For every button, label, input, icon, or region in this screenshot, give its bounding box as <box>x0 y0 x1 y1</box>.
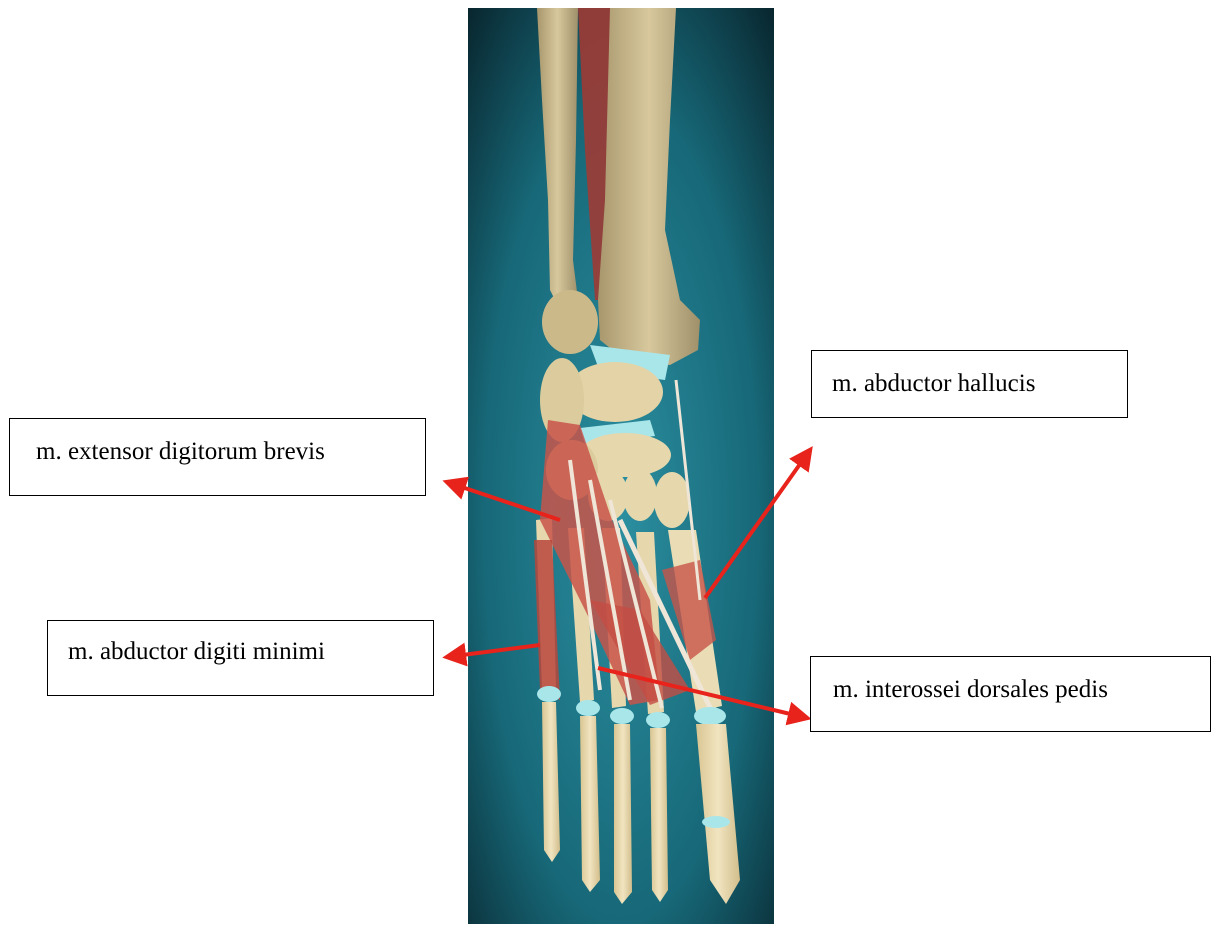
toe-2 <box>650 728 668 902</box>
toe-1-joint-cartilage <box>702 816 730 828</box>
label-extensor-digitorum-brevis-text: m. extensor digitorum brevis <box>36 438 325 465</box>
label-abductor-digiti-minimi-text: m. abductor digiti minimi <box>68 638 325 665</box>
label-abductor-hallucis-text: m. abductor hallucis <box>832 370 1035 397</box>
cuneiform-bone-2 <box>623 469 657 521</box>
label-abductor-digiti-minimi: m. abductor digiti minimi <box>47 620 434 696</box>
mtp-cartilage-3 <box>610 708 634 724</box>
mtp-cartilage-2 <box>646 712 670 728</box>
label-extensor-digitorum-brevis: m. extensor digitorum brevis <box>9 418 426 496</box>
label-interossei-dorsales-pedis-text: m. interossei dorsales pedis <box>833 676 1108 703</box>
lateral-malleolus <box>542 290 598 354</box>
label-abductor-hallucis: m. abductor hallucis <box>811 350 1128 418</box>
cuneiform-bone-3 <box>654 472 690 528</box>
mtp-cartilage-4 <box>576 700 600 716</box>
label-interossei-dorsales-pedis: m. interossei dorsales pedis <box>810 656 1211 732</box>
mtp-cartilage-1 <box>694 707 726 725</box>
toe-3 <box>614 724 632 904</box>
mtp-cartilage-5 <box>537 686 561 702</box>
